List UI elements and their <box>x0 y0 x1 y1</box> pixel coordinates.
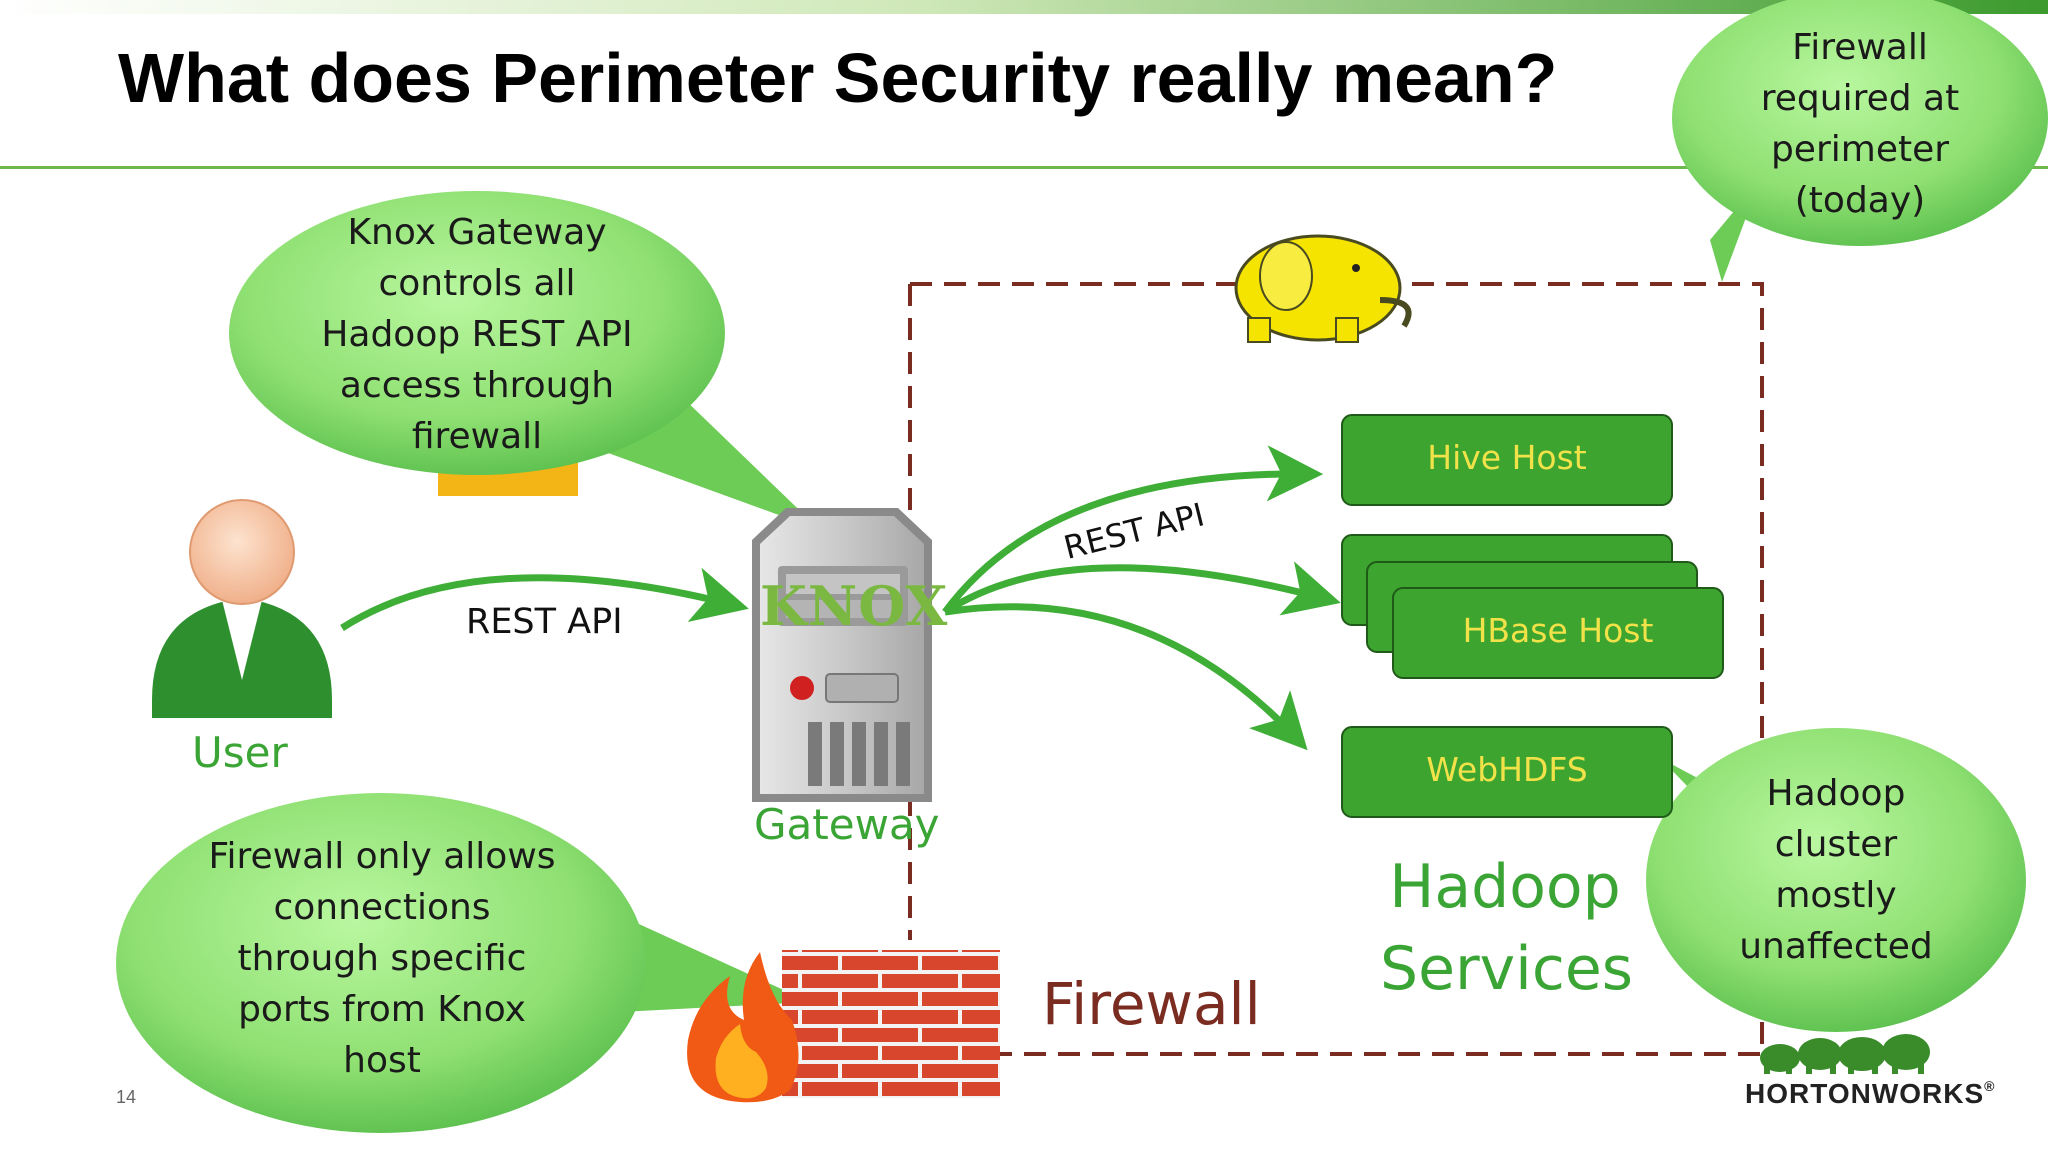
brick-wall-icon <box>782 950 1000 1098</box>
perimeter-boundary <box>910 282 1764 1056</box>
callout-line: Firewall <box>1792 27 1928 68</box>
callout-line: cluster <box>1774 824 1898 865</box>
firewall-label: Firewall <box>1042 970 1261 1038</box>
callout-line: mostly <box>1775 875 1897 916</box>
slide-number: 14 <box>116 1087 137 1107</box>
rest-api-label-left: REST API <box>466 602 623 642</box>
top-accent-bar <box>0 0 2048 14</box>
callout-line: Hadoop REST API <box>321 314 633 355</box>
arrow-to-hive <box>942 445 1324 615</box>
callout-line: ports from Knox <box>238 989 526 1030</box>
knox-label: KNOX <box>760 574 949 638</box>
arrow-to-hbase <box>943 561 1341 616</box>
callout-line: firewall <box>411 416 543 457</box>
flame-icon <box>687 952 799 1103</box>
hbase-host-label: HBase Host <box>1462 611 1654 650</box>
hadoop-services-line: Hadoop <box>1389 852 1621 922</box>
logo-wordmark: HORTONWORKS <box>1745 1078 1985 1109</box>
callout-line: required at <box>1760 78 1960 119</box>
hive-host-label: Hive Host <box>1427 438 1587 477</box>
callout-line: (today) <box>1794 180 1926 221</box>
cluster-unaffected-text: Hadoop cluster mostly unaffected <box>1706 768 1966 972</box>
callout-firewall-required <box>1672 0 2048 282</box>
user-icon <box>152 499 332 718</box>
header-divider <box>0 166 2048 169</box>
server-icon <box>752 508 932 802</box>
hortonworks-elephants-icon <box>1760 1034 1930 1074</box>
arrow-to-webhdfs <box>944 603 1308 751</box>
callout-line: host <box>343 1040 421 1081</box>
hive-host-box <box>1341 414 1673 506</box>
firewall-allows-text: Firewall only allows connections through… <box>182 831 582 1086</box>
logo-registered-mark: ® <box>1984 1078 1996 1094</box>
callout-line: connections <box>273 887 491 928</box>
user-label: User <box>192 728 288 777</box>
callout-line: unaffected <box>1739 926 1933 967</box>
webhdfs-box <box>1341 726 1673 818</box>
callout-line: controls all <box>378 263 576 304</box>
gateway-label: Gateway <box>754 800 940 849</box>
slide-title: What does Perimeter Security really mean… <box>118 39 1558 117</box>
callout-line: perimeter <box>1770 129 1950 170</box>
hadoop-elephant-icon <box>1234 234 1412 343</box>
hortonworks-logo-text: HORTONWORKS® <box>1745 1078 1995 1110</box>
knox-controls-text: Knox Gateway controls all Hadoop REST AP… <box>307 207 647 462</box>
callout-cluster-unaffected <box>1646 728 2026 1032</box>
hadoop-services-label: Hadoop Services <box>1380 846 1634 1010</box>
callout-line: Hadoop <box>1766 773 1906 814</box>
hadoop-services-line: Services <box>1380 934 1634 1004</box>
callout-line: Firewall only allows <box>208 836 556 877</box>
hbase-host-box <box>1392 587 1724 679</box>
firewall-required-text: Firewall required at perimeter (today) <box>1700 22 2020 226</box>
callout-line: through specific <box>237 938 527 979</box>
callout-knox-controls <box>229 191 820 530</box>
callout-line: access through <box>339 365 615 406</box>
callout-line: Knox Gateway <box>347 212 607 253</box>
webhdfs-label: WebHDFS <box>1426 750 1588 789</box>
arrow-user-to-gateway <box>340 567 749 631</box>
